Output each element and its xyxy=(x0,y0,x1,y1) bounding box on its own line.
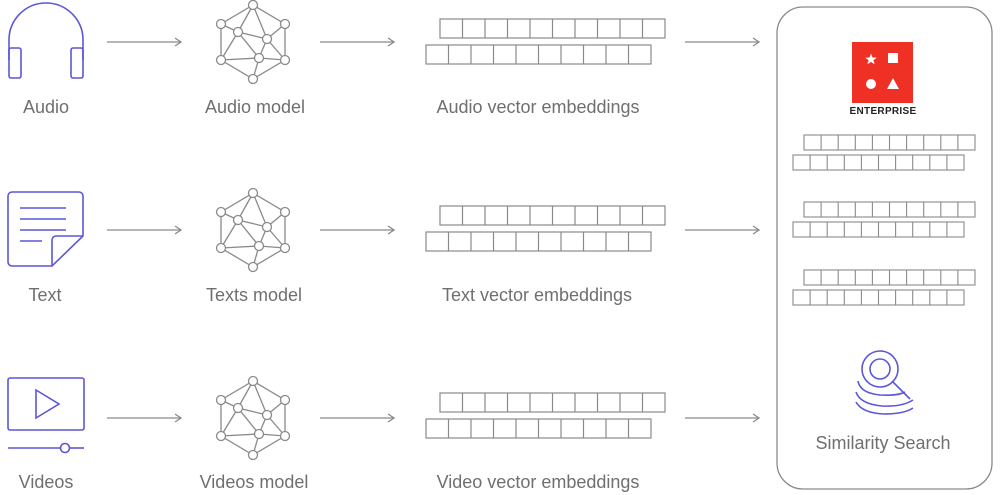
neural-network-icon xyxy=(215,187,291,273)
stored-embedding-bars-3 xyxy=(792,269,976,306)
neural-network-icon xyxy=(215,0,291,85)
text-label: Text xyxy=(28,285,62,305)
arrow-audio-model-to-embedding xyxy=(319,37,395,47)
arrow-text-to-model xyxy=(106,225,182,235)
stored-embedding-bars-2 xyxy=(792,201,976,238)
arrow-video-model-to-embedding xyxy=(319,413,395,423)
stored-embedding-bars-1 xyxy=(792,134,976,171)
similarity-search-icon xyxy=(855,350,914,415)
audio-model-label: Audio model xyxy=(204,97,306,117)
document-icon xyxy=(7,191,84,267)
text-embedding-bars xyxy=(425,205,666,252)
text-embedding-label: Text vector embeddings xyxy=(441,285,633,305)
videos-model-label: Videos model xyxy=(199,472,309,492)
headphones-icon xyxy=(8,2,84,79)
arrow-text-to-database xyxy=(684,225,760,235)
arrow-text-model-to-embedding xyxy=(319,225,395,235)
audio-embedding-label: Audio vector embeddings xyxy=(436,97,640,117)
video-player-icon xyxy=(7,377,85,454)
video-embedding-label: Video vector embeddings xyxy=(436,472,640,492)
similarity-search-label: Similarity Search xyxy=(815,433,951,453)
arrow-audio-to-model xyxy=(106,37,182,47)
text-model-label: Texts model xyxy=(205,285,303,305)
audio-embedding-bars xyxy=(425,18,666,65)
shapes-logo-icon xyxy=(852,42,913,103)
audio-label: Audio xyxy=(22,97,70,117)
neural-network-icon xyxy=(215,375,291,461)
arrow-video-to-database xyxy=(684,413,760,423)
videos-label: Videos xyxy=(18,472,74,492)
arrow-audio-to-database xyxy=(684,37,760,47)
video-embedding-bars xyxy=(425,392,666,439)
enterprise-badge: ENTERPRISE xyxy=(849,106,917,117)
vector-database-panel xyxy=(776,6,993,490)
arrow-video-to-model xyxy=(106,413,182,423)
